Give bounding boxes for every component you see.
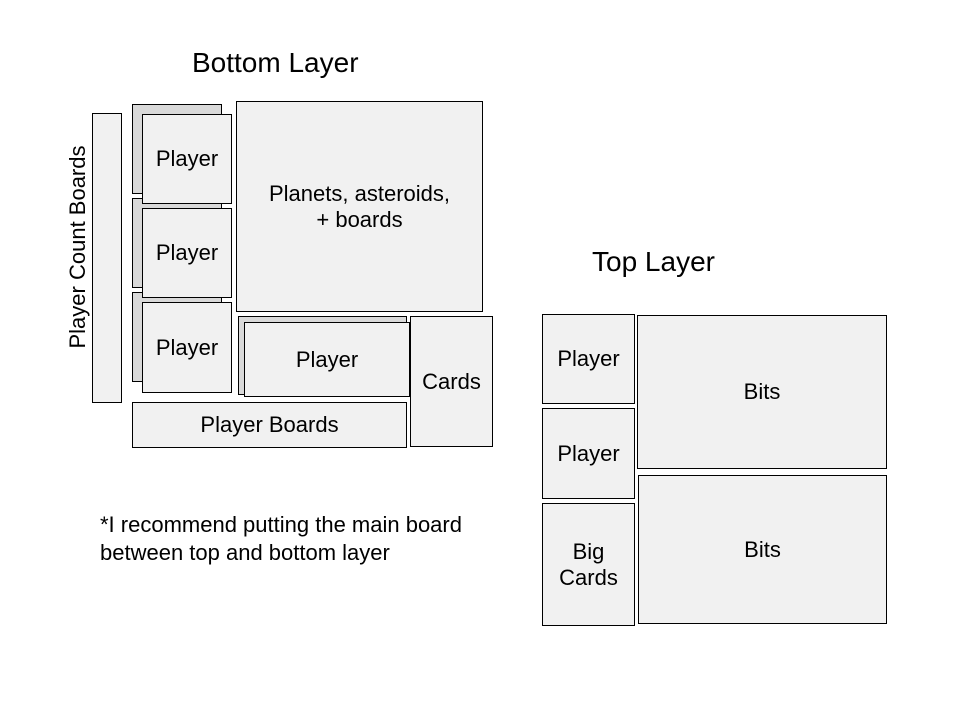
bits-box-1-label: Bits (743, 379, 781, 404)
bits-box-2-label: Bits (744, 536, 781, 562)
bits-box-2: Bits (638, 475, 887, 624)
player-boards-box: Player Boards (132, 402, 407, 448)
player-count-boards-box (92, 113, 122, 403)
big-cards-box: Big Cards (542, 503, 635, 626)
top-player-box-1-label: Player (557, 346, 620, 371)
big-cards-label: Big Cards (559, 538, 618, 590)
player-box-1-label: Player (155, 146, 219, 171)
top-player-box-1: Player (542, 314, 635, 404)
player-count-boards-label: Player Count Boards (65, 145, 90, 349)
player-box-1: Player (142, 114, 232, 204)
planets-asteroids-boards-box: Planets, asteroids, + boards (236, 101, 483, 312)
top-player-box-2: Player (542, 408, 635, 499)
cards-box: Cards (410, 316, 493, 447)
top-layer-title: Top Layer (592, 246, 715, 277)
bottom-layer-title: Bottom Layer (192, 47, 359, 78)
planets-asteroids-boards-label: Planets, asteroids, + boards (269, 180, 450, 232)
player-box-3: Player (142, 302, 232, 393)
player-boards-label: Player Boards (200, 412, 339, 437)
player-box-mid: Player (244, 322, 410, 397)
player-box-2-label: Player (155, 240, 219, 265)
recommendation-note: *I recommend putting the main board betw… (100, 512, 462, 565)
cards-box-label: Cards (422, 368, 481, 394)
bits-box-1: Bits (637, 315, 887, 469)
top-player-box-2-label: Player (557, 440, 620, 466)
player-box-3-label: Player (155, 334, 219, 360)
player-box-2: Player (142, 208, 232, 298)
player-box-mid-label: Player (295, 346, 359, 372)
